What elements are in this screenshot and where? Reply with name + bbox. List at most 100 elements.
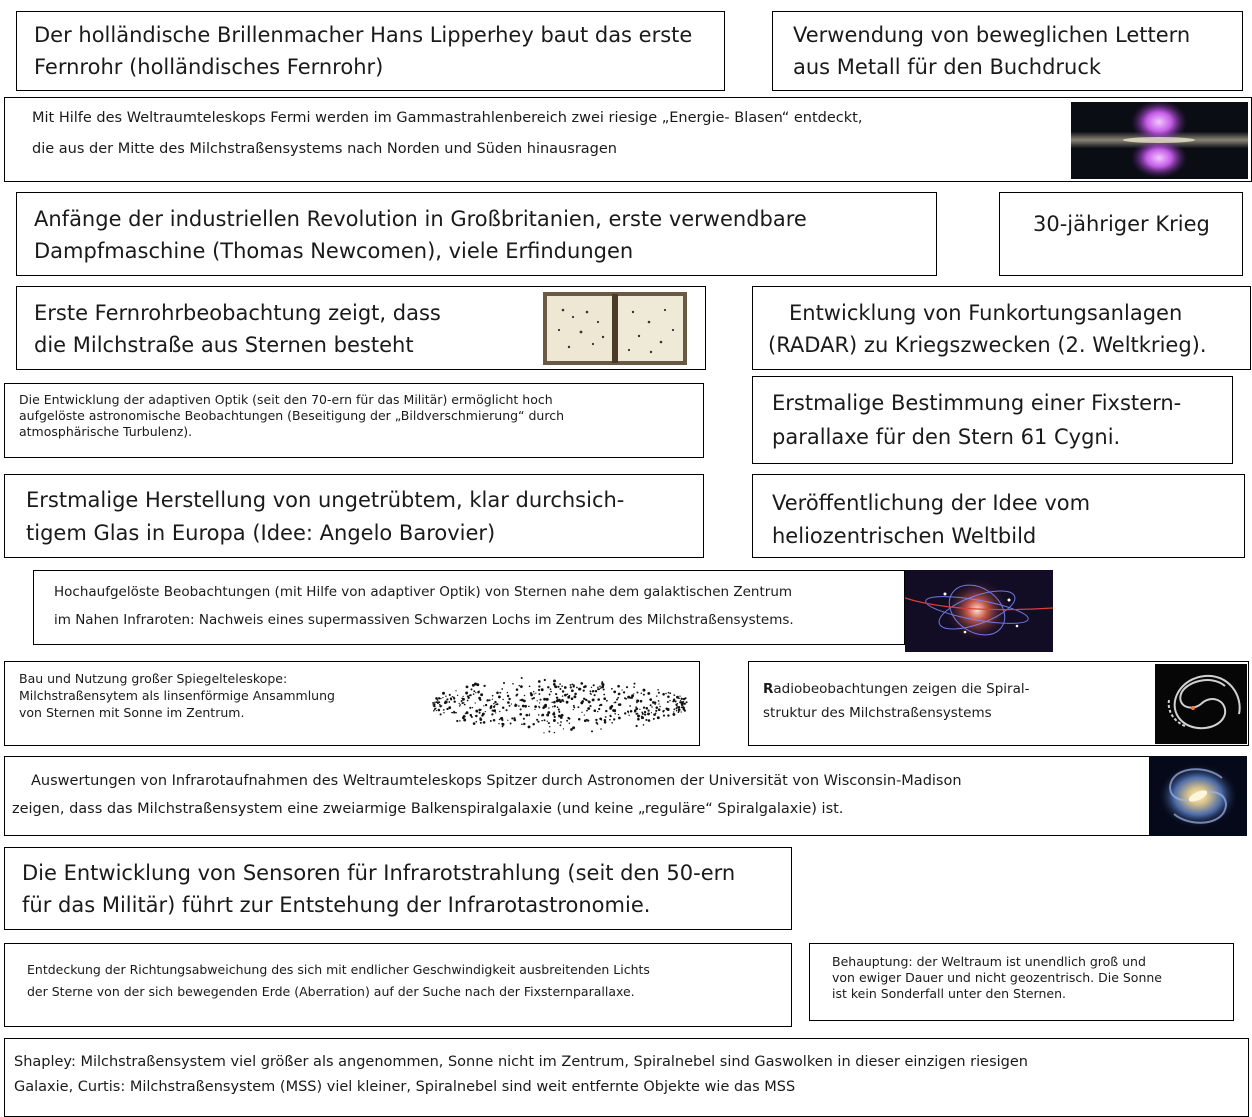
star-dot [437,697,441,700]
star-dot [585,698,588,702]
star-dot [541,719,543,722]
star-dot [543,719,546,722]
star-dot [555,693,558,696]
star-dot [629,709,633,713]
star-dot [614,713,616,715]
star-dot [655,706,659,709]
star-dot [581,711,583,713]
star-dot [645,706,649,710]
star-dot [469,706,472,709]
star-dot [501,706,505,710]
star-dot [585,718,588,721]
star-dot [657,708,661,711]
star-dot [537,714,540,716]
star-dot [569,686,572,689]
star-dot [547,686,550,689]
star-dot [552,683,556,686]
star-dot [471,683,475,687]
star-dot [509,722,512,725]
star-dot [662,693,665,696]
card-text: Die Entwicklung von Sensoren für Infraro… [22,861,736,885]
star-dot [533,691,535,693]
star-dot [680,706,683,709]
star-dot [673,708,676,711]
card-text: Radiobeobachtungen zeigen die Spiral- [763,678,1029,700]
star-dot [587,700,591,704]
star-dot [441,705,443,707]
star-dot [519,708,522,711]
star-dot [605,709,608,713]
star-dot [472,722,476,725]
card-text: für das Militär) führt zur Entstehung de… [22,893,651,917]
star-dot [528,714,530,717]
star-dot [465,691,469,695]
card-industrie: Anfänge der industriellen Revolution in … [16,192,937,276]
star-dot [604,716,607,718]
card-text: Erstmalige Bestimmung einer Fixstern- [772,391,1182,415]
card-text: die aus der Mitte des Milchstraßensystem… [32,141,617,157]
star-dot [560,714,563,717]
star-dot [560,721,562,723]
star-dot [523,694,526,697]
star-dot [538,685,541,688]
star-dot [637,714,640,718]
star-dot [564,693,567,697]
star-dot [633,693,635,695]
star-dot [510,703,513,705]
star-dot [499,710,501,713]
star-dot [474,702,476,704]
star-dot [659,705,661,708]
star-dot [667,714,670,717]
star-dot [599,685,601,688]
star-dot [535,692,537,694]
star-dot [580,701,584,705]
star-dot [592,690,595,692]
star-dot [538,702,541,704]
star-dot [635,724,638,728]
star-dot [547,711,551,714]
star-dot [501,725,504,728]
star-dot [653,713,656,716]
star-dot [574,692,577,696]
card-lettern: Verwendung von beweglichen Lettern aus M… [772,11,1243,91]
star-dot [642,706,646,709]
star-dot [442,696,444,699]
star-dot [577,718,581,721]
star-dot [618,703,622,706]
star-dot [459,720,461,722]
star-dot [584,685,587,688]
open-book-star-chart-image [543,292,687,365]
star-dot [635,712,638,715]
star-dot [553,705,556,708]
star-dot [456,719,459,723]
star-dot [543,732,545,734]
star-dot [675,709,678,712]
star-dot [511,717,514,720]
star-dot [582,689,585,692]
star-dot [561,699,564,702]
star-dot [469,714,472,717]
star-dot [499,692,502,694]
star-dot [589,705,592,708]
star-dot [546,713,550,717]
star-dot [520,685,523,688]
star-dot [682,700,685,703]
star-dot [552,712,556,716]
star-dot [484,703,488,707]
star-dot [683,702,686,705]
card-text: struktur des Milchstraßensystems [763,705,992,721]
star-dot [496,703,499,706]
star-dot [655,712,657,714]
star-dot [622,691,626,694]
star-dot [532,723,535,726]
star-dot [475,691,477,694]
star-dot [549,726,551,728]
star-dot [476,683,480,687]
card-shapley: Shapley: Milchstraßensystem viel größer … [4,1038,1249,1117]
star-dot [475,720,478,723]
star-dot [553,715,556,719]
star-dot [563,700,565,703]
star-dot [448,693,451,696]
star-dot [677,705,681,709]
star-dot [508,704,511,707]
